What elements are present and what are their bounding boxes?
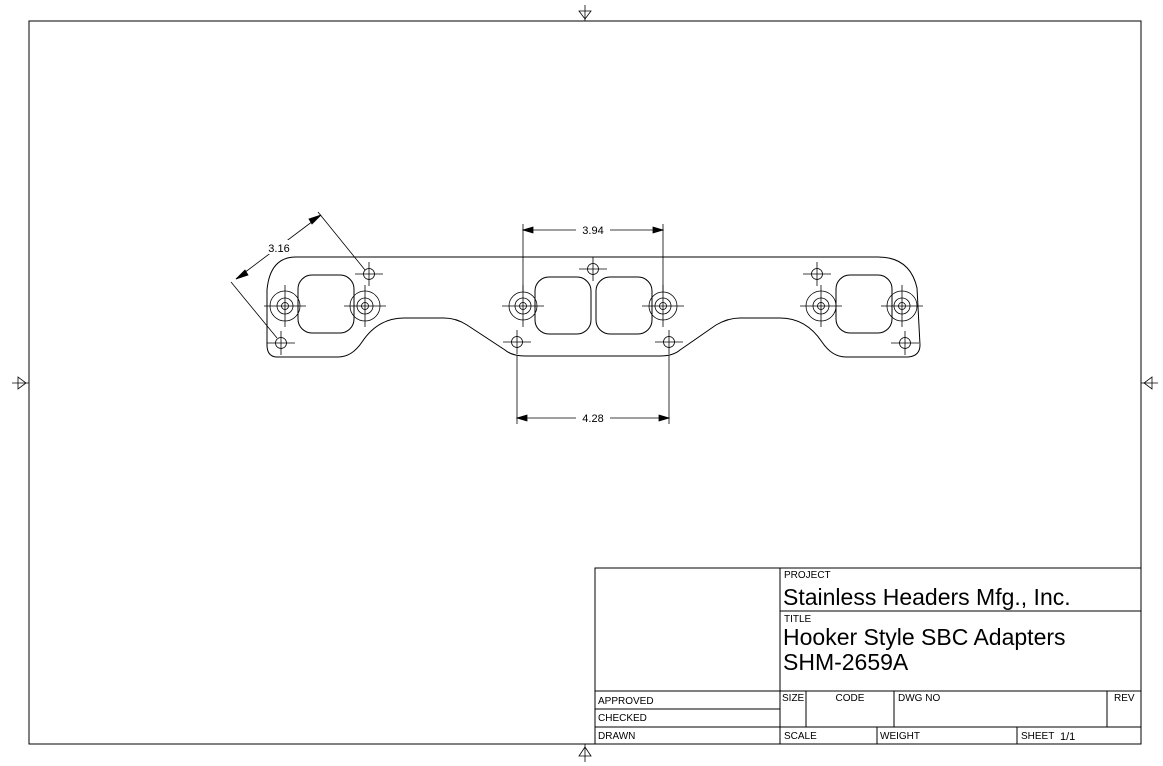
exhaust-port-left (297, 274, 355, 334)
dimension-bottom-text-bg (576, 411, 610, 425)
weight-label: WEIGHT (880, 731, 920, 742)
center-mark-bottom (578, 744, 592, 762)
project-label: PROJECT (784, 570, 831, 581)
bolt-hole-small-6 (655, 330, 683, 354)
dwg-no-label: DWG NO (898, 693, 940, 704)
bolt-hole-small-5 (503, 330, 531, 354)
title-line-1: Hooker Style SBC Adapters (783, 624, 1066, 650)
rev-label: REV (1114, 693, 1135, 704)
bolt-hole-large-6 (881, 285, 923, 327)
bolt-hole-large-5 (800, 285, 842, 327)
scale-label: SCALE (784, 731, 817, 742)
title-block (594, 567, 1142, 745)
exhaust-port-right (835, 274, 893, 334)
flange-outline (266, 256, 921, 358)
bolt-hole-large-1 (264, 285, 306, 327)
exhaust-port-center-left (534, 276, 592, 335)
title-label: TITLE (784, 614, 812, 625)
bolt-hole-small-1 (355, 262, 383, 286)
code-label: CODE (836, 693, 865, 704)
dimension-bottom-text: 4.28 (582, 413, 603, 425)
bolt-hole-small-4 (267, 331, 295, 355)
center-mark-left (12, 376, 29, 390)
size-label: SIZE (782, 693, 805, 704)
center-mark-right (1141, 376, 1158, 390)
drawn-label: DRAWN (598, 731, 635, 742)
dimension-diagonal-text-bg (262, 240, 296, 254)
dimension-top-text: 3.94 (582, 225, 603, 237)
center-mark-top (578, 5, 592, 21)
exhaust-port-center-right (595, 276, 653, 335)
sheet-value: 1/1 (1060, 731, 1075, 743)
checked-label: CHECKED (598, 713, 647, 724)
project-value: Stainless Headers Mfg., Inc. (783, 584, 1071, 610)
dimension-top-text-bg (576, 223, 610, 237)
bolt-hole-small-3 (803, 262, 831, 286)
bolt-hole-small-2 (579, 257, 607, 281)
approved-label: APPROVED (598, 696, 654, 707)
dimension-bottom (515, 355, 671, 424)
sheet-label: SHEET (1021, 731, 1054, 742)
bolt-hole-small-7 (891, 331, 919, 355)
title-line-2: SHM-2659A (783, 649, 909, 675)
dimension-diagonal-text: 3.16 (268, 243, 289, 255)
bolt-hole-large-2 (344, 285, 386, 327)
